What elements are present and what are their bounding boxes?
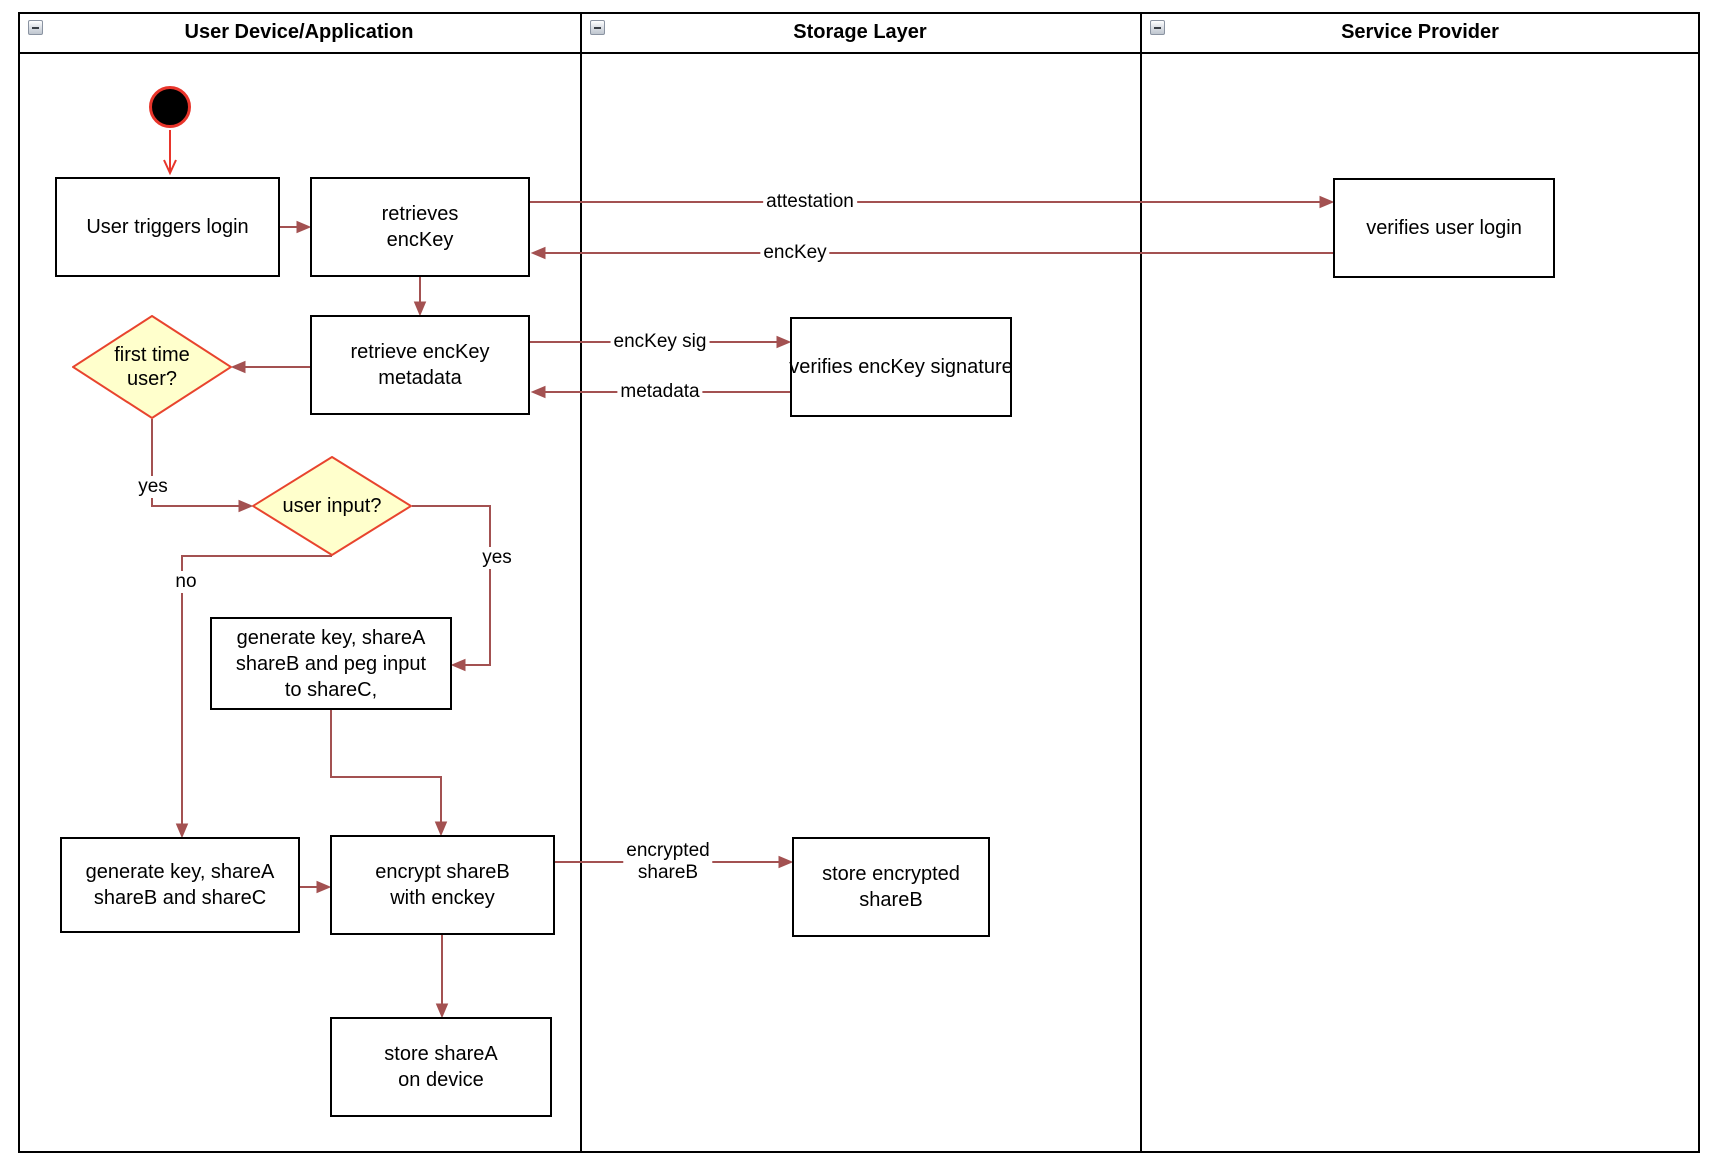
- edge-userinput-yes-arrowhead: [450, 658, 466, 672]
- lane-title-service-provider: Service Provider: [1341, 20, 1499, 43]
- generate-key-peg-input-label: generate key, shareA shareB and peg inpu…: [235, 626, 427, 701]
- lane-title-storage-layer: Storage Layer: [793, 20, 927, 43]
- retrieve-enckey-metadata-label: retrieve encKey metadata: [350, 341, 490, 389]
- generate-key-sharec-label: generate key, shareA shareB and shareC: [85, 861, 275, 909]
- edge-enckey-return-arrowhead: [530, 246, 546, 260]
- first-time-user-decision[interactable]: first time user?: [72, 315, 232, 419]
- store-sharea-on-device[interactable]: store shareA on device: [330, 1017, 552, 1117]
- collapse-minus-icon[interactable]: [28, 20, 43, 35]
- diamond-shape: [72, 315, 232, 419]
- edge-enckey-return-label: encKey: [760, 242, 830, 264]
- collapse-minus-icon[interactable]: [1150, 20, 1165, 35]
- edge-userinput-yes-label: yes: [479, 547, 515, 569]
- lane-header-user-device[interactable]: User Device/Application: [20, 12, 578, 52]
- generate-key-peg-input[interactable]: generate key, shareA shareB and peg inpu…: [210, 617, 452, 710]
- generate-key-sharec[interactable]: generate key, shareA shareB and shareC: [60, 837, 300, 933]
- start-node[interactable]: [149, 86, 191, 128]
- user-input-decision[interactable]: user input?: [252, 456, 412, 556]
- verifies-enckey-signature-label: verifies encKey signature: [789, 356, 1013, 378]
- user-triggers-login-label: User triggers login: [86, 216, 249, 238]
- edge-enckey-sig-arrowhead: [776, 335, 792, 349]
- edge-enckey-sig-label: encKey sig: [610, 331, 710, 353]
- edge-encrypt-to-store-arrowhead: [435, 1003, 449, 1019]
- edge-encrypted-shareb-label: encrypted shareB: [623, 840, 713, 884]
- user-input-decision-label: user input?: [282, 495, 382, 517]
- edge-metadata-to-firsttime-arrowhead: [230, 360, 246, 374]
- edge-firsttime-yes-label: yes: [135, 476, 171, 498]
- lane-header-storage-layer[interactable]: Storage Layer: [582, 12, 1138, 52]
- edge-firsttime-yes-line: [151, 419, 239, 507]
- edge-userinput-yes-line: [412, 505, 491, 666]
- edge-userinput-no-label: no: [172, 571, 200, 593]
- lane-divider-2: [1140, 12, 1142, 1153]
- edge-retrieves-to-metadata-arrowhead: [413, 301, 427, 317]
- edge-attestation-arrowhead: [1319, 195, 1335, 209]
- lane-header-service-provider[interactable]: Service Provider: [1142, 12, 1698, 52]
- edge-metadata-return-arrowhead: [530, 385, 546, 399]
- retrieves-enckey-label: retrieves encKey: [381, 203, 459, 251]
- diamond-shape: [252, 456, 412, 556]
- edge-userinput-no-arrowhead: [175, 823, 189, 839]
- collapse-minus-icon[interactable]: [590, 20, 605, 35]
- encrypt-shareb[interactable]: encrypt shareB with enckey: [330, 835, 555, 935]
- user-triggers-login[interactable]: User triggers login: [55, 177, 280, 277]
- edge-peg-to-encrypt-arrowhead: [434, 821, 448, 837]
- edge-start-to-login-arrowhead: [163, 159, 177, 176]
- retrieves-enckey[interactable]: retrieves encKey: [310, 177, 530, 277]
- edge-login-to-retrieves-arrowhead: [296, 220, 312, 234]
- verifies-user-login[interactable]: verifies user login: [1333, 178, 1555, 278]
- store-encrypted-shareb-label: store encrypted shareB: [822, 863, 960, 911]
- lane-divider-1: [580, 12, 582, 1153]
- lane-header-divider: [18, 52, 1700, 54]
- verifies-enckey-signature[interactable]: verifies encKey signature: [789, 317, 1013, 417]
- lane-title-user-device: User Device/Application: [184, 20, 414, 43]
- encrypt-shareb-label: encrypt shareB with enckey: [375, 861, 510, 909]
- edge-peg-to-encrypt-line: [330, 710, 442, 822]
- edge-attestation-label: attestation: [763, 191, 857, 213]
- store-encrypted-shareb[interactable]: store encrypted shareB: [792, 837, 990, 937]
- retrieve-enckey-metadata[interactable]: retrieve encKey metadata: [310, 315, 530, 415]
- edge-userinput-no-line: [181, 555, 332, 824]
- edge-metadata-return-label: metadata: [617, 381, 703, 403]
- edge-gen-to-encrypt-arrowhead: [316, 880, 332, 894]
- first-time-user-decision-label: first time user?: [114, 344, 190, 390]
- verifies-user-login-label: verifies user login: [1366, 217, 1522, 239]
- edge-firsttime-yes-arrowhead: [238, 499, 254, 513]
- edge-encrypted-shareb-arrowhead: [778, 855, 794, 869]
- store-sharea-on-device-label: store shareA on device: [384, 1043, 498, 1091]
